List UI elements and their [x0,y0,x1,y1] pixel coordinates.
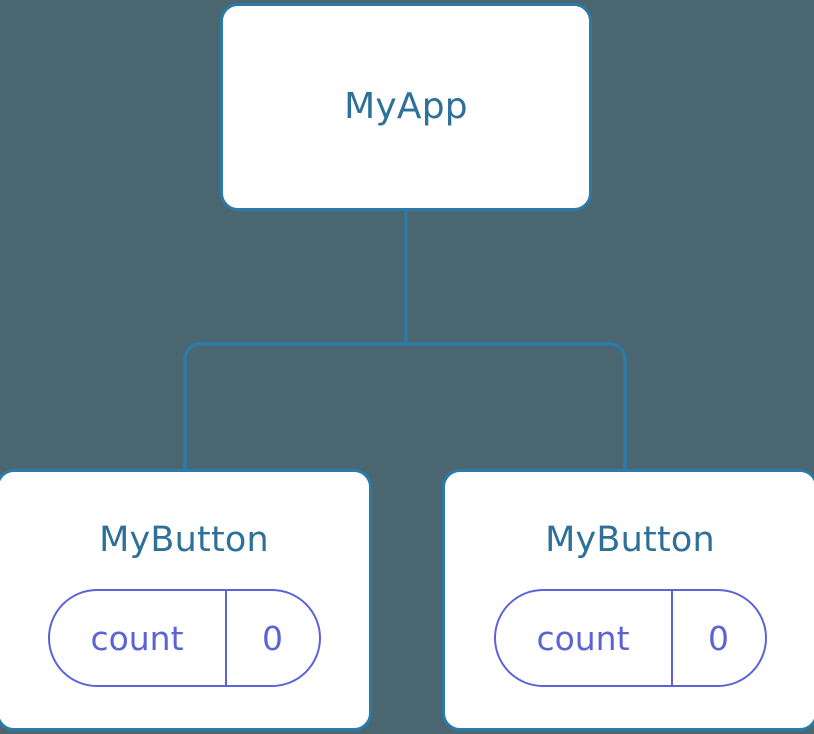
node-mybutton-1[interactable]: MyButton count 0 [0,469,372,731]
state-badge-count-2[interactable]: count 0 [493,589,767,687]
edge-branch-to-right-child [406,342,627,470]
state-key-label: count [90,618,184,658]
node-myapp[interactable]: MyApp [220,3,592,211]
node-mybutton-2-label: MyButton [545,520,715,560]
edge-branch-to-left-child [183,342,406,470]
state-value-label: 0 [224,591,319,685]
node-mybutton-2[interactable]: MyButton count 0 [442,469,814,731]
node-myapp-label: MyApp [344,86,468,127]
state-badge-count-1[interactable]: count 0 [47,589,321,687]
state-value-label: 0 [670,591,765,685]
node-mybutton-1-label: MyButton [99,520,269,560]
state-key-label: count [536,618,630,658]
